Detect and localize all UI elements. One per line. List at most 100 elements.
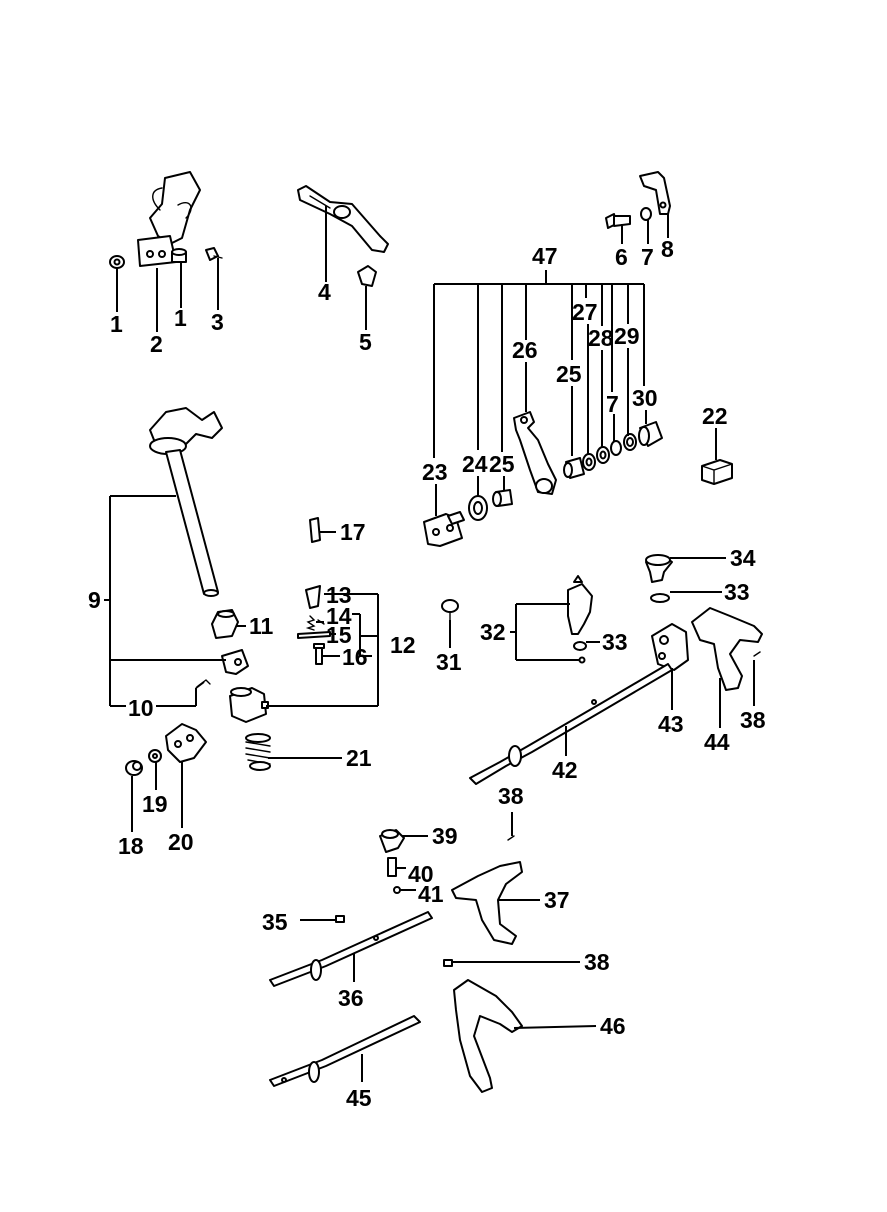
callout-37: 37 — [544, 887, 570, 913]
cap-part-13 — [305, 585, 321, 609]
callout-21: 21 — [346, 745, 372, 771]
cap-part-18 — [125, 760, 143, 776]
callout-33b: 33 — [602, 629, 628, 655]
socket-upper — [221, 649, 249, 675]
callout-40: 40 — [408, 861, 434, 887]
callout-36: 36 — [338, 985, 364, 1011]
plug-part-34 — [645, 554, 673, 583]
block-part-22 — [701, 459, 733, 485]
callout-20: 20 — [168, 829, 194, 855]
callout-7a: 7 — [641, 244, 654, 270]
washer-part-28 — [596, 446, 610, 464]
callout-33a: 33 — [724, 579, 750, 605]
fork-part-37 — [451, 861, 523, 945]
ring-part-29 — [623, 433, 637, 451]
callout-10: 10 — [128, 695, 154, 721]
callout-45: 45 — [346, 1085, 372, 1111]
bushing-part-25-right — [563, 457, 585, 479]
pin-part-38-right — [753, 651, 761, 657]
callout-8: 8 — [661, 236, 674, 262]
bracket-assembly-part-2 — [137, 171, 201, 267]
ball-part-41 — [393, 886, 401, 894]
switch-part-32 — [567, 575, 593, 664]
callout-43: 43 — [658, 711, 684, 737]
pin-part-38-lower — [443, 959, 453, 967]
leader-lines — [104, 206, 755, 1082]
callout-27: 27 — [572, 299, 598, 325]
shaft-part-36 — [269, 911, 433, 987]
callout-30: 30 — [632, 385, 658, 411]
fork-part-46 — [453, 979, 523, 1093]
bolt-part-6 — [605, 213, 631, 229]
washer-part-7-top — [640, 207, 652, 221]
callout-12: 12 — [390, 632, 416, 658]
spring-part-40 — [387, 857, 397, 877]
bolt-part-3 — [205, 247, 223, 261]
callout-11: 11 — [249, 613, 274, 639]
callout-42: 42 — [552, 757, 578, 783]
block-part-43 — [651, 623, 689, 671]
socket-part-12 — [229, 687, 269, 723]
callout-35: 35 — [262, 909, 288, 935]
callout-22: 22 — [702, 403, 728, 429]
shaft-part-45 — [269, 1015, 421, 1087]
callout-28: 28 — [588, 325, 614, 351]
callout-38b: 38 — [498, 783, 524, 809]
callout-5: 5 — [359, 329, 372, 355]
callout-6: 6 — [615, 244, 628, 270]
clip-part-5 — [357, 265, 377, 287]
callout-2: 2 — [150, 331, 163, 357]
pin-part-15 — [297, 631, 331, 639]
callout-7b: 7 — [606, 391, 619, 417]
nut-part-1-right — [171, 248, 187, 263]
pin-part-35 — [335, 915, 345, 923]
callout-31: 31 — [436, 649, 462, 675]
washer-part-19 — [148, 749, 162, 763]
callout-16: 16 — [342, 644, 368, 670]
callout-38c: 38 — [584, 949, 610, 975]
callout-47: 47 — [532, 243, 558, 269]
callout-39: 39 — [432, 823, 458, 849]
callout-34: 34 — [730, 545, 756, 571]
nut-part-1-left — [109, 255, 125, 269]
callout-24: 24 — [462, 451, 488, 477]
callout-38a: 38 — [740, 707, 766, 733]
pin-part-17 — [309, 517, 321, 543]
callout-17: 17 — [340, 519, 366, 545]
washer-part-33-upper — [650, 593, 670, 603]
callout-41: 41 — [418, 881, 444, 907]
bracket-part-20 — [165, 723, 207, 763]
callout-3: 3 — [211, 309, 224, 335]
boot-part-11 — [211, 609, 239, 639]
fork-part-44 — [691, 607, 763, 691]
callout-29: 29 — [614, 323, 640, 349]
callout-4: 4 — [318, 279, 331, 305]
callout-26: 26 — [512, 337, 538, 363]
cap-part-30 — [638, 421, 663, 447]
callout-9: 9 — [88, 587, 101, 613]
spring-part-21 — [245, 733, 271, 771]
washer-part-27 — [582, 453, 596, 471]
callout-25b: 25 — [489, 451, 515, 477]
shift-lever-part-26 — [513, 411, 557, 495]
bolt-part-31 — [441, 599, 459, 621]
plug-part-39 — [379, 829, 405, 853]
shift-rod-part-9 — [149, 407, 223, 597]
washer-part-7 — [610, 440, 622, 456]
callout-32: 32 — [480, 619, 506, 645]
arm-part-23 — [423, 511, 465, 547]
pin-part-38-middle — [507, 835, 515, 841]
callout-1b: 1 — [174, 305, 187, 331]
pin-part-16 — [313, 643, 325, 665]
callout-23: 23 — [422, 459, 448, 485]
callout-19: 19 — [142, 791, 168, 817]
callout-18: 18 — [118, 833, 144, 859]
callout-46: 46 — [600, 1013, 626, 1039]
callout-14: 14 — [326, 603, 352, 629]
callout-44: 44 — [704, 729, 730, 755]
callout-13: 13 — [326, 582, 352, 608]
callout-25a: 25 — [556, 361, 582, 387]
callout-15: 15 — [326, 622, 352, 648]
lever-arm-part-4 — [297, 185, 389, 253]
